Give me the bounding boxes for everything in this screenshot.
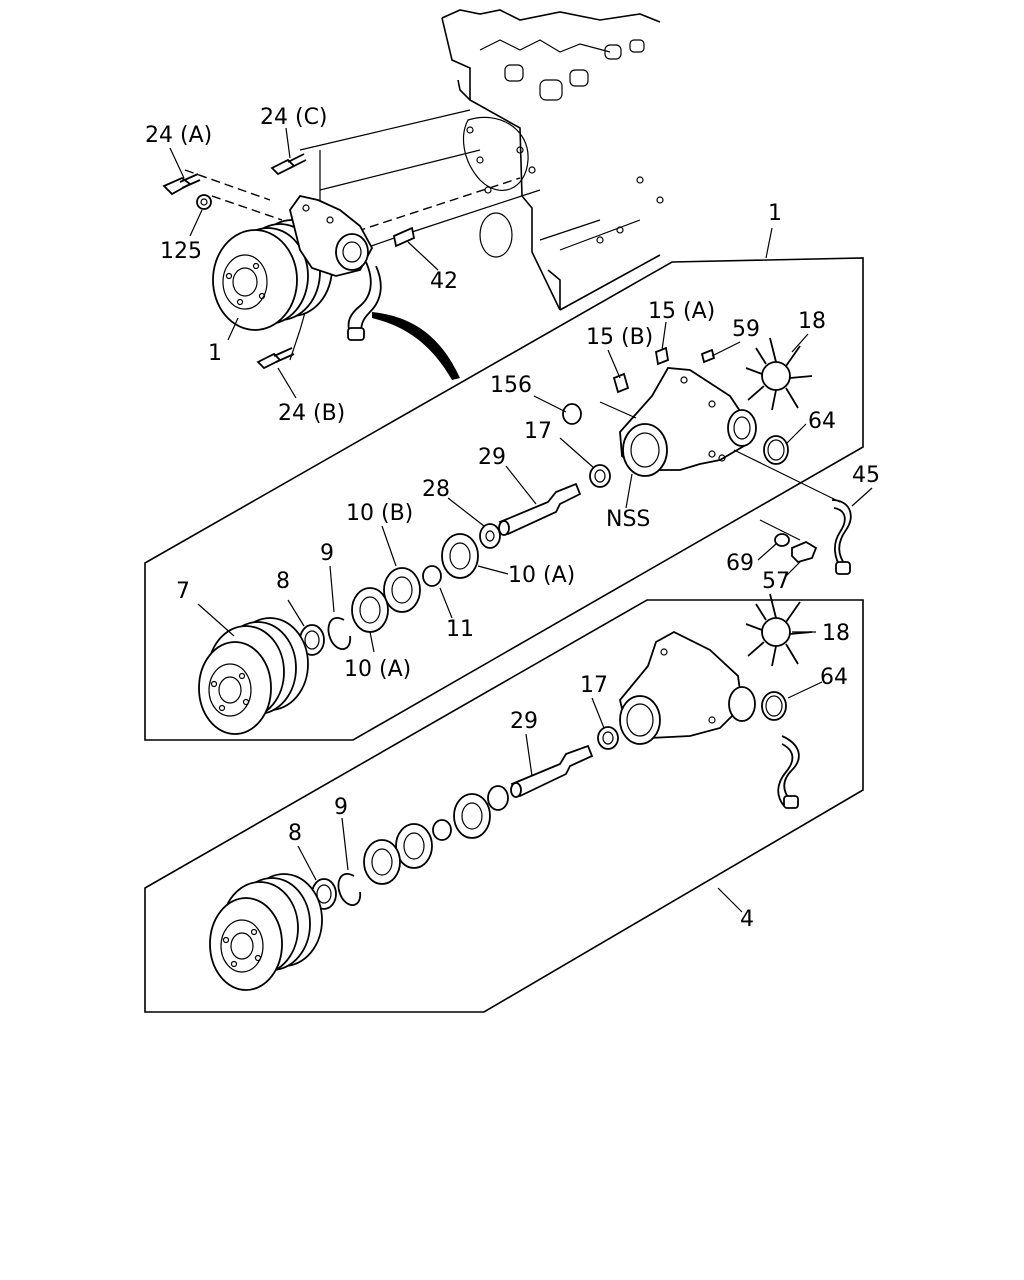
bolt-24a <box>162 173 201 196</box>
label-10b: 10 (B) <box>346 501 413 526</box>
engine-block <box>441 9 664 311</box>
label-4: 4 <box>740 907 754 932</box>
nut-125 <box>196 194 212 210</box>
label-69: 69 <box>726 551 754 576</box>
bolt-24c <box>270 153 307 176</box>
label-17-top: 17 <box>524 419 552 444</box>
kit-1-leader-lines <box>599 401 841 541</box>
label-15b: 15 (B) <box>586 325 653 350</box>
label-10a-left: 10 (A) <box>344 657 411 682</box>
label-28: 28 <box>422 477 450 502</box>
label-18-top: 18 <box>798 309 826 334</box>
label-24c: 24 (C) <box>260 105 328 130</box>
label-10a-right: 10 (A) <box>508 563 575 588</box>
label-125: 125 <box>160 239 202 264</box>
impeller-18-top <box>745 337 813 411</box>
label-8-top: 8 <box>276 569 290 594</box>
kit-4-border <box>144 599 864 1013</box>
label-156: 156 <box>490 373 532 398</box>
label-64-top: 64 <box>808 409 836 434</box>
label-11: 11 <box>446 617 474 642</box>
label-29-bottom: 29 <box>510 709 538 734</box>
label-18-bottom: 18 <box>822 621 850 646</box>
callout-labels: 24 (A) 24 (C) 125 42 1 24 (B) 1 15 (A) 1… <box>145 105 880 932</box>
label-9-bottom: 9 <box>334 795 348 820</box>
kit-1-parts <box>198 337 852 735</box>
label-29-top: 29 <box>478 445 506 470</box>
label-24b: 24 (B) <box>278 401 345 426</box>
label-8-bottom: 8 <box>288 821 302 846</box>
label-64-bottom: 64 <box>820 665 848 690</box>
label-45: 45 <box>852 463 880 488</box>
label-24a: 24 (A) <box>145 123 212 148</box>
direction-arrow <box>372 312 460 380</box>
label-7: 7 <box>176 579 190 604</box>
callout-leaders <box>169 127 873 913</box>
bolt-24b <box>256 347 295 370</box>
label-42: 42 <box>430 269 458 294</box>
kit-4-parts <box>209 593 813 991</box>
label-17-bottom: 17 <box>580 673 608 698</box>
label-nss: NSS <box>606 507 650 532</box>
label-15a: 15 (A) <box>648 299 715 324</box>
impeller-18-bottom <box>745 593 813 667</box>
label-1-assembly: 1 <box>208 341 222 366</box>
kit-1-border <box>144 257 864 741</box>
label-57: 57 <box>762 569 790 594</box>
assembled-water-pump <box>162 153 416 370</box>
label-9-top: 9 <box>320 541 334 566</box>
label-59: 59 <box>732 317 760 342</box>
label-1-kit: 1 <box>768 201 782 226</box>
